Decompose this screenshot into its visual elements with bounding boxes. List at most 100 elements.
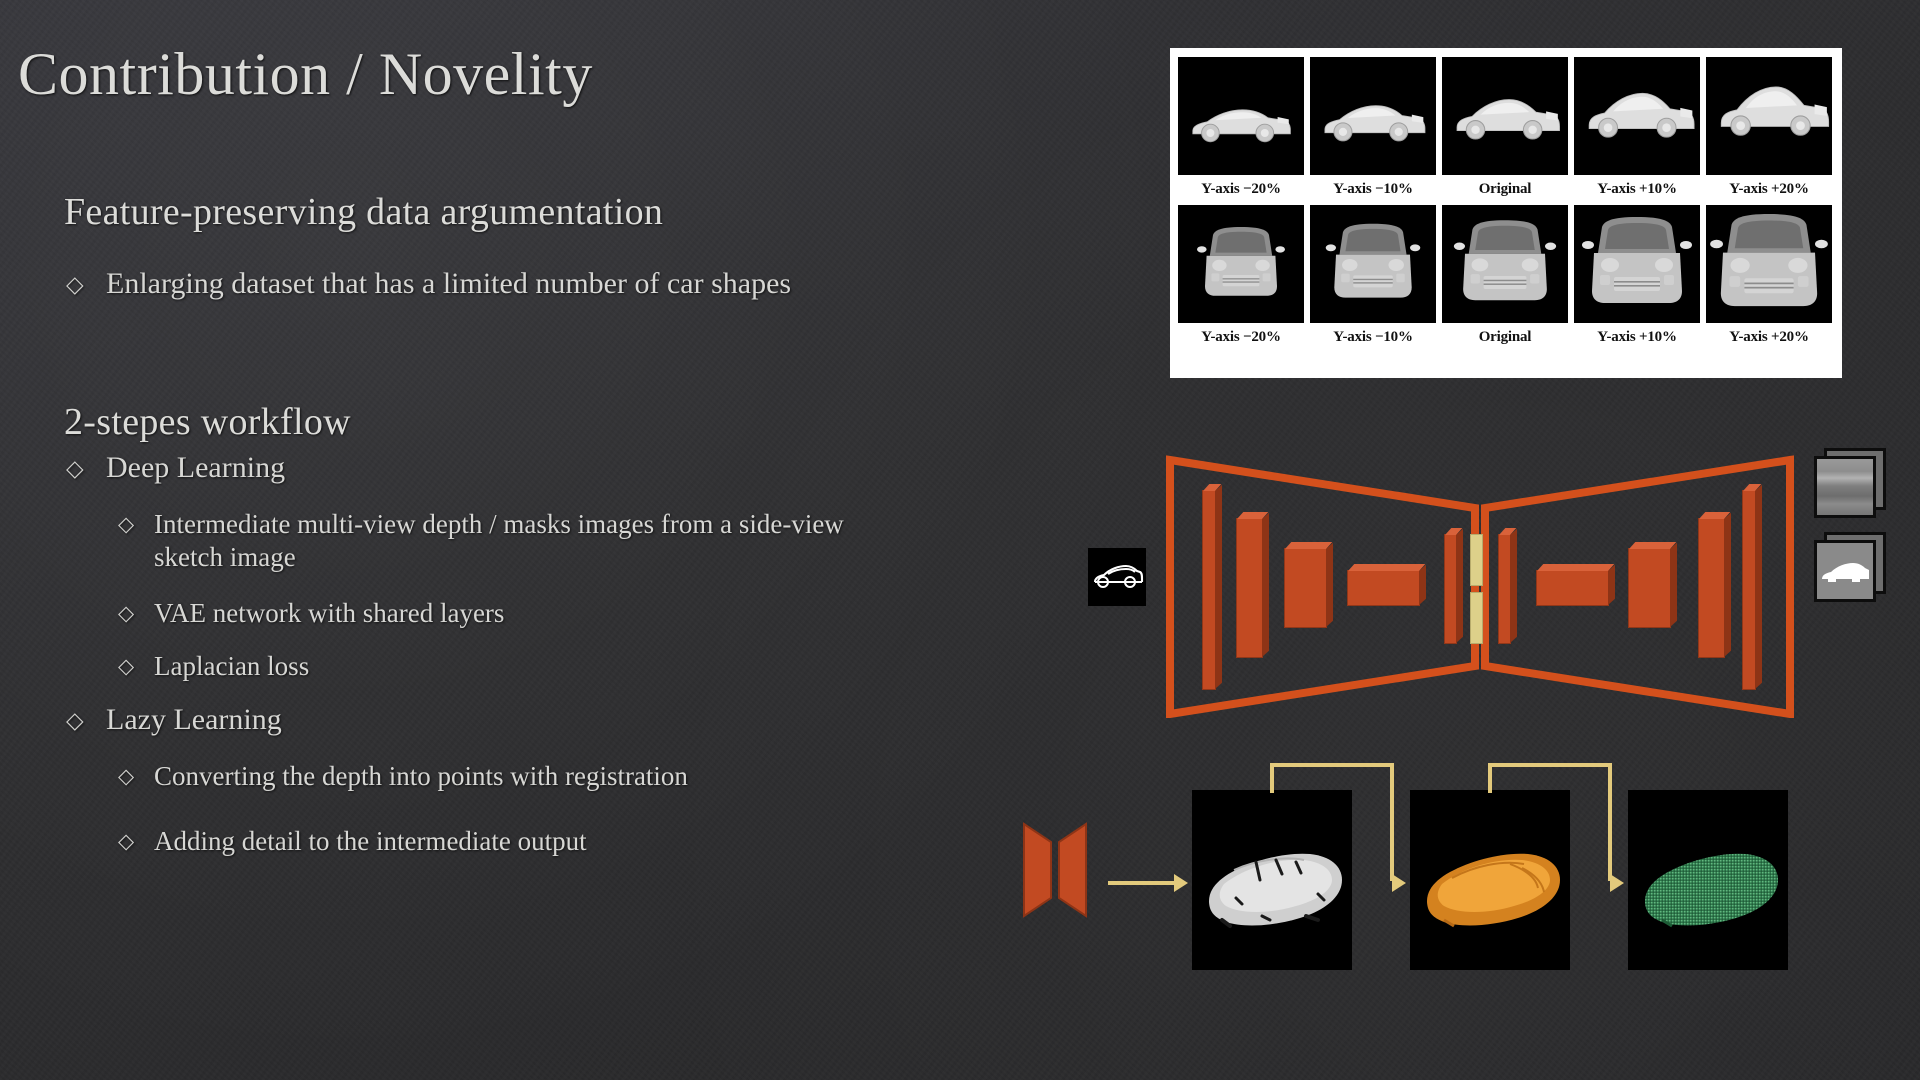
sketch-input-thumbnail bbox=[1088, 548, 1146, 606]
bullet-lazy-learning: ◇ Lazy Learning bbox=[66, 702, 282, 739]
bracket-horizontal-b bbox=[1488, 763, 1612, 767]
car-front-view-image bbox=[1178, 205, 1304, 323]
car-front-icon bbox=[1325, 223, 1421, 298]
encoder-decoder-outline bbox=[1166, 455, 1794, 718]
car-side-view-image bbox=[1706, 57, 1832, 175]
augmentation-cell-label: Y-axis −20% bbox=[1201, 181, 1281, 197]
bracket-vertical-b bbox=[1488, 763, 1492, 793]
bullet-label: Lazy Learning bbox=[106, 703, 282, 736]
decoder-layer-1 bbox=[1498, 534, 1511, 644]
arrow-head-to-refined bbox=[1392, 874, 1406, 892]
car-front-view-image bbox=[1706, 205, 1832, 323]
car-side-view-image bbox=[1574, 57, 1700, 175]
pipeline-panel-point-cloud bbox=[1628, 790, 1788, 970]
network-hourglass-icon bbox=[1020, 820, 1090, 920]
bullet-label: VAE network with shared layers bbox=[154, 598, 505, 628]
bullet-enlarging-dataset: ◇ Enlarging dataset that has a limited n… bbox=[66, 266, 791, 303]
depth-image bbox=[1817, 459, 1873, 515]
car-side-view-image bbox=[1310, 57, 1436, 175]
car-front-icon bbox=[1582, 217, 1692, 303]
car-front-icon bbox=[1197, 227, 1285, 296]
car-mask-icon bbox=[1822, 563, 1869, 582]
augmentation-cell-label: Y-axis +20% bbox=[1729, 329, 1809, 345]
intermediate-mesh-image bbox=[1208, 853, 1342, 928]
car-front-icon bbox=[1710, 214, 1828, 307]
bullet-label: Laplacian loss bbox=[154, 651, 310, 681]
bullet-label: Adding detail to the intermediate output bbox=[154, 826, 587, 856]
bracket-drop-b bbox=[1608, 763, 1612, 881]
diamond-bullet-icon: ◇ bbox=[118, 654, 135, 678]
diamond-bullet-icon: ◇ bbox=[118, 764, 135, 788]
figure-augmentation-grid: Y-axis −20% bbox=[1170, 48, 1842, 378]
bracket-drop-a bbox=[1390, 763, 1394, 881]
augmentation-cell: Y-axis +20% bbox=[1706, 205, 1832, 353]
car-sketch-icon bbox=[1093, 564, 1144, 588]
arrow-to-intermediate bbox=[1108, 881, 1176, 885]
augmentation-cell-label: Original bbox=[1478, 181, 1532, 197]
slide-text-column: Contribution / Novelity Feature-preservi… bbox=[18, 41, 858, 858]
page-title: Contribution / Novelity bbox=[18, 41, 593, 107]
diamond-bullet-icon: ◇ bbox=[118, 601, 135, 625]
depth-output-front bbox=[1814, 456, 1876, 518]
point-cloud-image bbox=[1644, 853, 1778, 928]
encoder-layer-4 bbox=[1347, 570, 1420, 606]
augmentation-cell: Y-axis −10% bbox=[1310, 57, 1436, 205]
bullet-converting-depth: ◇ Converting the depth into points with … bbox=[118, 760, 688, 793]
section-heading-augmentation: Feature-preserving data argumentation bbox=[64, 191, 664, 233]
bracket-horizontal-a bbox=[1270, 763, 1394, 767]
decoder-layer-4 bbox=[1698, 518, 1725, 658]
augmentation-row-front-view: Y-axis −20% bbox=[1178, 205, 1834, 353]
bullet-label: Intermediate multi-view depth / masks im… bbox=[154, 509, 844, 572]
mask-output-front bbox=[1814, 540, 1876, 602]
car-side-view-image bbox=[1178, 57, 1304, 175]
bullet-laplacian-loss: ◇ Laplacian loss bbox=[118, 650, 309, 683]
diamond-bullet-icon: ◇ bbox=[118, 512, 135, 536]
car-front-view-image bbox=[1574, 205, 1700, 323]
hourglass-shape bbox=[1023, 822, 1087, 918]
car-side-icon bbox=[1456, 99, 1560, 140]
bullet-label: Deep Learning bbox=[106, 451, 286, 484]
bracket-vertical-a bbox=[1270, 763, 1274, 793]
pipeline-panel-refined-mesh bbox=[1410, 790, 1570, 970]
car-side-view-image bbox=[1442, 57, 1568, 175]
bullet-label: Enlarging dataset that has a limited num… bbox=[106, 267, 792, 300]
augmentation-cell-label: Y-axis −10% bbox=[1333, 181, 1413, 197]
latent-layer-sigma bbox=[1470, 592, 1483, 644]
arrow-head-to-intermediate bbox=[1174, 874, 1188, 892]
bullet-intermediate-depth-masks: ◇ Intermediate multi-view depth / masks … bbox=[118, 508, 858, 574]
car-front-view-image bbox=[1310, 205, 1436, 323]
section-heading-workflow: 2-stepes workflow bbox=[64, 401, 351, 443]
car-front-icon bbox=[1453, 220, 1557, 301]
augmentation-cell: Y-axis +20% bbox=[1706, 57, 1832, 205]
bullet-label: Converting the depth into points with re… bbox=[154, 761, 688, 791]
diamond-bullet-icon: ◇ bbox=[66, 456, 84, 481]
encoder-layer-5 bbox=[1444, 534, 1457, 644]
car-side-icon bbox=[1192, 109, 1291, 143]
figure-vae-network bbox=[1070, 448, 1890, 718]
augmentation-cell: Original bbox=[1442, 205, 1568, 353]
augmentation-cell-label: Original bbox=[1478, 329, 1532, 345]
augmentation-row-side-view: Y-axis −20% bbox=[1178, 57, 1834, 205]
arrow-head-to-pointcloud bbox=[1610, 874, 1624, 892]
car-front-view-image bbox=[1442, 205, 1568, 323]
augmentation-cell: Y-axis +10% bbox=[1574, 205, 1700, 353]
augmentation-cell: Y-axis −20% bbox=[1178, 57, 1304, 205]
diamond-bullet-icon: ◇ bbox=[66, 272, 84, 297]
bullet-vae-network: ◇ VAE network with shared layers bbox=[118, 597, 504, 630]
augmentation-cell-label: Y-axis +10% bbox=[1597, 329, 1677, 345]
diamond-bullet-icon: ◇ bbox=[118, 829, 135, 853]
decoder-layer-2 bbox=[1536, 570, 1609, 606]
augmentation-cell-label: Y-axis +20% bbox=[1729, 181, 1809, 197]
decoder-layer-5 bbox=[1742, 490, 1756, 690]
refined-mesh-image bbox=[1426, 853, 1560, 928]
augmentation-cell-label: Y-axis −10% bbox=[1333, 329, 1413, 345]
latent-layer-mu bbox=[1470, 534, 1483, 586]
encoder-layer-2 bbox=[1236, 518, 1263, 658]
bullet-deep-learning: ◇ Deep Learning bbox=[66, 450, 285, 487]
bullet-adding-detail: ◇ Adding detail to the intermediate outp… bbox=[118, 825, 587, 858]
decoder-layer-3 bbox=[1628, 548, 1671, 628]
augmentation-cell: Y-axis +10% bbox=[1574, 57, 1700, 205]
diamond-bullet-icon: ◇ bbox=[66, 708, 84, 733]
car-side-icon bbox=[1720, 86, 1830, 136]
